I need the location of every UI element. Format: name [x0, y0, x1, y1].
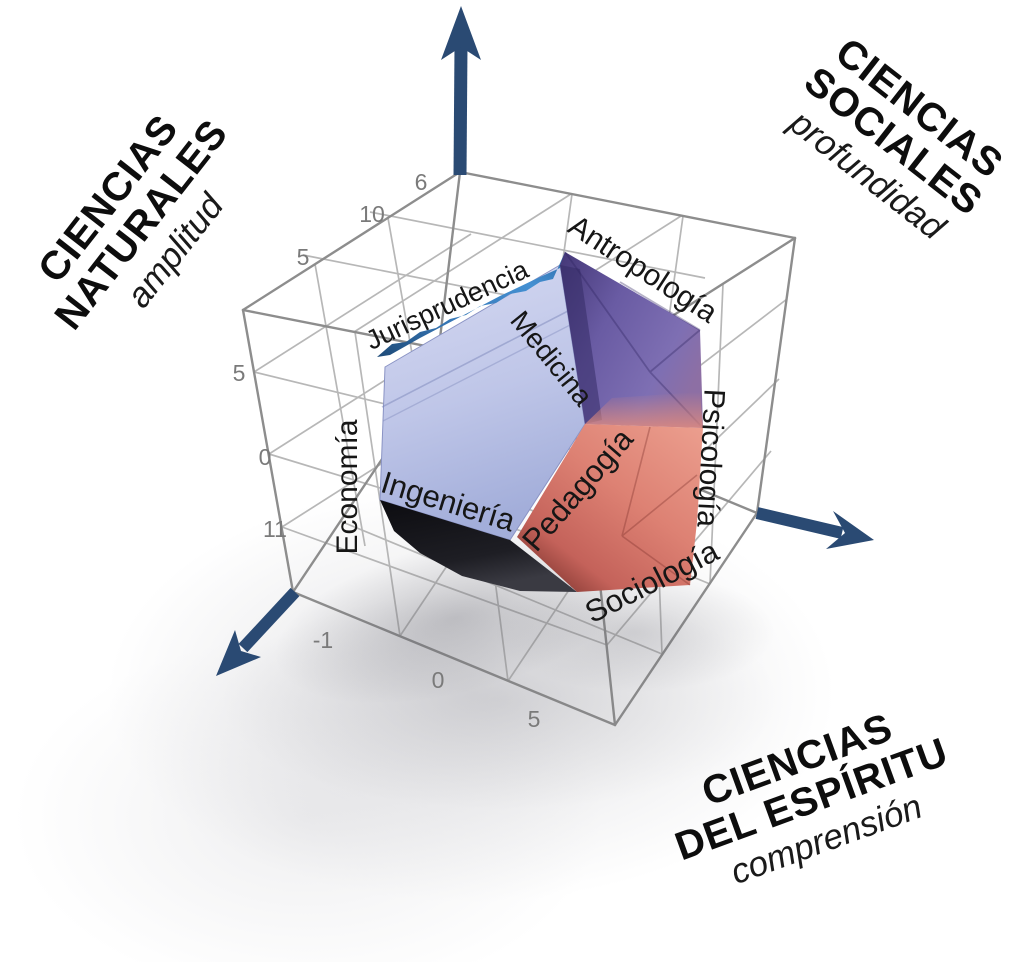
- tick-left-edge-1: 5: [233, 360, 246, 386]
- tick-bottom-edge-3: 5: [528, 706, 541, 732]
- tick-upper-edge-2: 5: [297, 244, 310, 270]
- label-economia: Economía: [331, 419, 364, 554]
- tick-upper-edge-1: 10: [359, 201, 385, 227]
- face-pedagogia: [517, 424, 703, 592]
- polyhedron: [377, 251, 704, 592]
- label-psicologia: Psicología: [690, 388, 730, 528]
- purple-red-blend: [585, 392, 703, 428]
- tick-bottom-edge-1: -1: [313, 627, 333, 653]
- axis-arrow-left: [216, 587, 300, 676]
- tick-left-edge-2: 0: [259, 444, 272, 470]
- face-shadow-bottom: [380, 500, 577, 592]
- tick-labels: 6 10 5 5 0 11 -1 0 5: [233, 169, 541, 732]
- tick-bottom-edge-2: 0: [432, 667, 445, 693]
- axis-arrow-vertical: [441, 6, 481, 176]
- axis-arrow-right: [755, 507, 874, 549]
- red-facet-lines: [621, 426, 698, 586]
- face-jurisprudencia: [377, 252, 565, 357]
- tick-vertical-top: 6: [415, 169, 428, 195]
- tick-left-edge-3: 11: [263, 516, 287, 542]
- face-medicina-band: [560, 265, 602, 424]
